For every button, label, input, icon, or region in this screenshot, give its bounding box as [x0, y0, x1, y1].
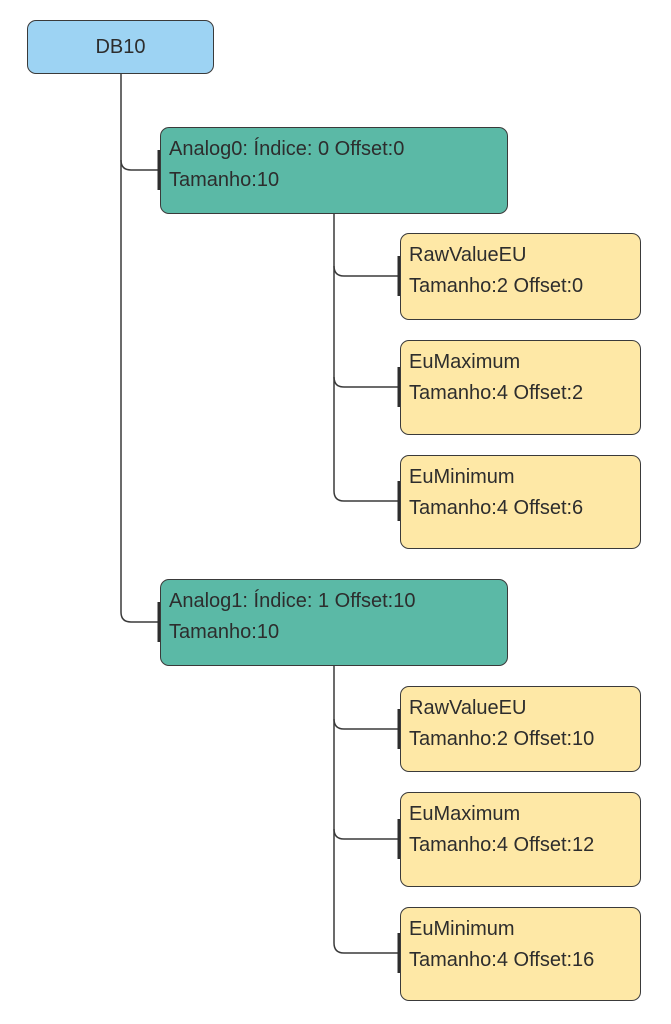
leaf-detail: Tamanho:2 Offset:0	[409, 275, 584, 297]
leaf-name: RawValueEU	[409, 697, 527, 719]
connector-analog0-child1	[333, 213, 400, 277]
leaf-detail: Tamanho:4 Offset:2	[409, 382, 584, 404]
leaf-detail: Tamanho:2 Offset:10	[409, 728, 595, 750]
group-node-analog0: Analog0: Índice: 0 Offset:0 Tamanho:10	[160, 127, 508, 214]
connector-root-analog0	[120, 74, 160, 171]
leaf-node: EuMaximum Tamanho:4 Offset:2	[400, 340, 641, 435]
leaf-node: RawValueEU Tamanho:2 Offset:0	[400, 233, 641, 320]
group-size: Tamanho:10	[169, 169, 280, 191]
group-node-analog1: Analog1: Índice: 1 Offset:10 Tamanho:10	[160, 579, 508, 666]
connector-analog0-child3	[333, 377, 400, 502]
leaf-detail: Tamanho:4 Offset:16	[409, 949, 595, 971]
group-title: Analog0: Índice: 0 Offset:0	[169, 138, 405, 160]
leaf-name: RawValueEU	[409, 244, 527, 266]
connector-analog0-child2	[333, 266, 400, 388]
root-node-db10: DB10	[27, 20, 214, 74]
leaf-detail: Tamanho:4 Offset:12	[409, 834, 595, 856]
connector-analog1-child1	[333, 665, 400, 730]
leaf-node: EuMaximum Tamanho:4 Offset:12	[400, 792, 641, 887]
leaf-detail: Tamanho:4 Offset:6	[409, 497, 584, 519]
connector-root-analog1	[120, 160, 160, 623]
leaf-node: EuMinimum Tamanho:4 Offset:6	[400, 455, 641, 549]
leaf-node: EuMinimum Tamanho:4 Offset:16	[400, 907, 641, 1001]
leaf-name: EuMinimum	[409, 466, 515, 488]
leaf-node: RawValueEU Tamanho:2 Offset:10	[400, 686, 641, 772]
leaf-name: EuMinimum	[409, 918, 515, 940]
group-size: Tamanho:10	[169, 621, 280, 643]
connector-analog1-child3	[333, 829, 400, 954]
root-label: DB10	[95, 36, 146, 58]
group-title: Analog1: Índice: 1 Offset:10	[169, 590, 416, 612]
connector-analog1-child2	[333, 719, 400, 840]
leaf-name: EuMaximum	[409, 803, 521, 825]
leaf-name: EuMaximum	[409, 351, 521, 373]
